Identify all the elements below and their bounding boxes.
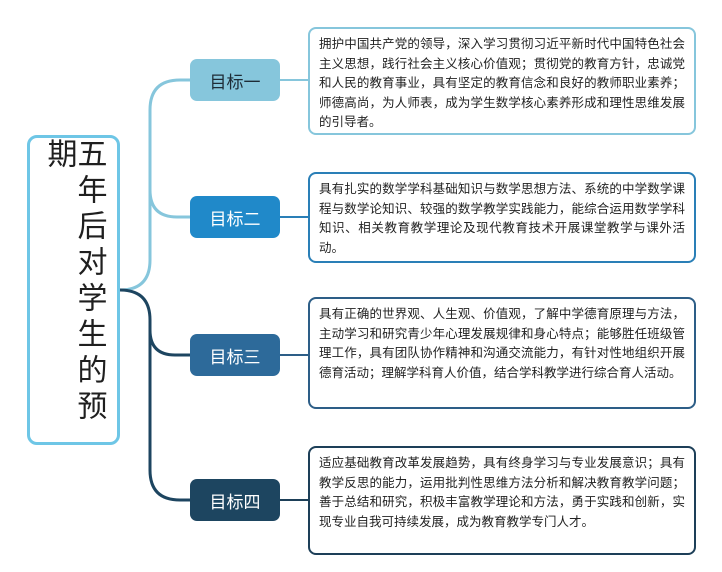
goal-node-2[interactable]: 目标二 [190,196,280,238]
root-node: 五年后对学生的预期 [27,135,120,445]
description-text: 适应基础教育改革发展趋势，具有终身学习与专业发展意识；具有教学反思的能力，运用批… [319,455,685,529]
goal-label: 目标一 [209,72,261,93]
goal-label: 目标三 [209,347,261,368]
goal-node-3[interactable]: 目标三 [190,334,280,376]
root-title: 五年后对学生的预期 [41,138,107,426]
goal-description-2: 具有扎实的数学学科基础知识与数学思想方法、系统的中学数学课程与数学论知识、较强的… [308,172,696,263]
description-text: 具有正确的世界观、人生观、价值观，了解中学德育原理与方法，主动学习和研究青少年心… [319,306,685,380]
goal-label: 目标二 [209,209,261,230]
goal-label: 目标四 [209,492,261,513]
goal-node-4[interactable]: 目标四 [190,479,280,521]
goal-description-1: 拥护中国共产党的领导，深入学习贯彻习近平新时代中国特色社会主义思想，践行社会主义… [308,27,696,135]
description-text: 拥护中国共产党的领导，深入学习贯彻习近平新时代中国特色社会主义思想，践行社会主义… [319,36,685,129]
connector-upper-trunk [119,78,190,292]
connector-goal-3 [148,329,190,357]
goal-node-1[interactable]: 目标一 [190,59,280,101]
goal-description-4: 适应基础教育改革发展趋势，具有终身学习与专业发展意识；具有教学反思的能力，运用批… [308,446,696,555]
connector-lower-trunk [119,288,190,502]
goal-description-3: 具有正确的世界观、人生观、价值观，了解中学德育原理与方法，主动学习和研究青少年心… [308,297,696,409]
description-text: 具有扎实的数学学科基础知识与数学思想方法、系统的中学数学课程与数学论知识、较强的… [319,181,685,255]
connector-goal-2 [148,189,190,219]
